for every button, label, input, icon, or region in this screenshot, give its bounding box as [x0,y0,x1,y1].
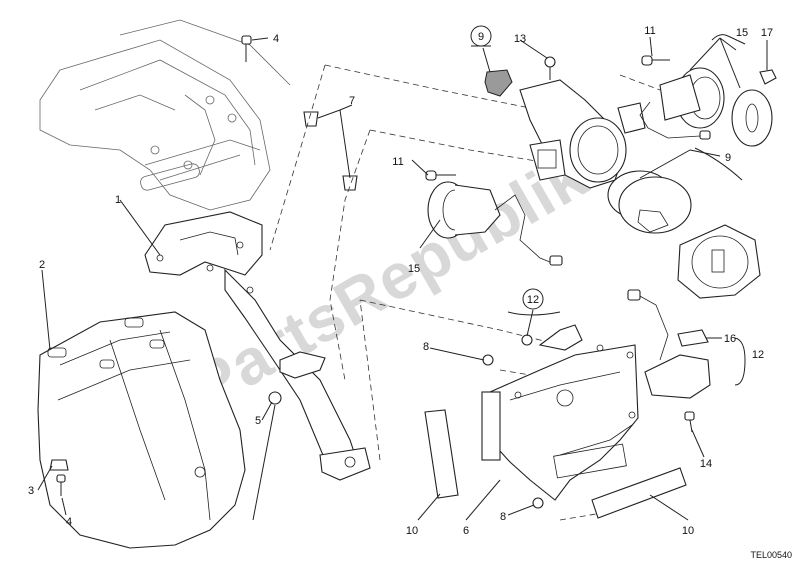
part-4-screw-bottom [56,474,66,496]
part-11-screw-left [425,170,456,181]
part-9-clip [484,69,513,97]
part-12-plate-light [627,289,711,399]
tail-light-housing [519,79,646,189]
callout-4-bottom: 4 [66,516,72,528]
callout-4-top: 4 [273,33,279,45]
callout-circle-12 [522,288,544,310]
part-10-reflector-left [424,409,459,499]
drawing-code: TEL00540 [750,550,792,560]
rear-subframe [39,19,291,211]
part-7-fastener-b [342,175,358,191]
part-5-nut [268,391,282,405]
callout-7: 7 [349,95,355,107]
part-6-license-plate-bracket [481,324,639,501]
callout-10-left: 10 [406,525,418,537]
part-11-screw-right [641,55,670,66]
part-7-fastener-a [303,111,319,127]
part-8-nut-upper [482,354,494,366]
callout-16: 16 [724,333,736,345]
callout-6: 6 [463,525,469,537]
part-14-screw [684,411,695,433]
part-1-plate-support [144,211,371,481]
callout-8-lower: 8 [500,511,506,523]
callout-13: 13 [514,33,526,45]
callout-8-upper: 8 [423,341,429,353]
assembly-lines [269,64,661,521]
callout-9-top: 9 [478,31,484,43]
callout-5: 5 [255,415,261,427]
part-13-screw [544,56,556,80]
callout-circle-9 [470,25,492,47]
callout-12-circled: 12 [527,294,539,306]
part-15-turn-signal-left [427,181,563,266]
callout-11-left: 11 [392,156,403,168]
leader-lines [37,34,768,521]
callout-11-right: 11 [644,25,655,37]
callout-9-right: 9 [725,152,731,164]
callout-17: 17 [761,27,773,39]
callout-2: 2 [39,259,45,271]
part-9-turn-signal-assembly [607,170,761,299]
callout-14: 14 [700,458,712,470]
part-15-turn-signal-right [639,67,773,147]
callout-10-right: 10 [682,525,694,537]
part-2-rear-mudguard [37,311,246,549]
part-8-nut-lower [532,497,544,509]
callout-15-right: 15 [736,27,748,39]
callout-1: 1 [115,194,121,206]
part-3-nut [49,459,69,471]
callout-3: 3 [28,485,34,497]
callout-15-left: 15 [408,263,420,275]
part-17-bulb [759,69,777,85]
part-10-reflector-right [591,467,687,519]
part-4-screw-top [241,35,252,62]
part-12-nut [521,334,533,346]
callout-12-right: 12 [752,349,764,361]
